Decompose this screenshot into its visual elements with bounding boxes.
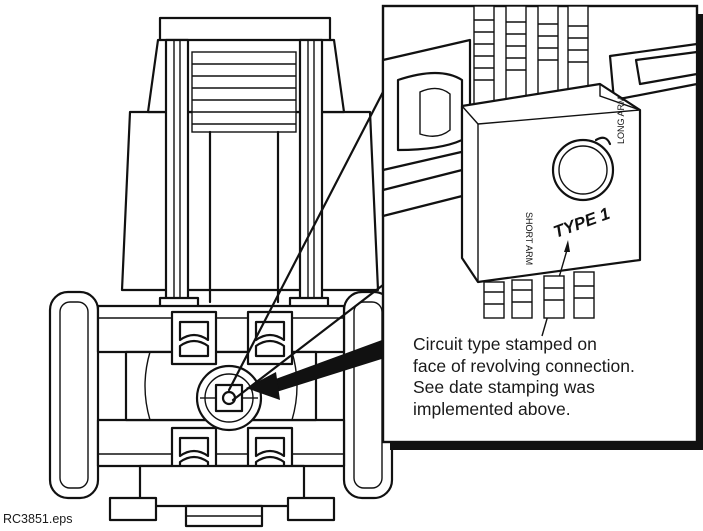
callout-line-1: Circuit type stamped on [413, 334, 597, 354]
figure-id-label: RC3851.eps [3, 512, 73, 526]
detail-inset: TYPE 1 SHORT ARM LONG ARM [381, 4, 703, 450]
callout-line-2: face of revolving connection. [413, 355, 635, 376]
callout-leader-lines [227, 90, 404, 402]
short-arm-label: SHORT ARM [524, 212, 534, 265]
callout-line-3: See date stamping was [413, 377, 595, 397]
long-arm-label: LONG ARM [616, 96, 626, 144]
callout-line-4: implemented above. [413, 398, 571, 419]
callout-caption: Circuit type stamped on face of revolvin… [413, 334, 698, 420]
machine-front-view [48, 16, 394, 528]
